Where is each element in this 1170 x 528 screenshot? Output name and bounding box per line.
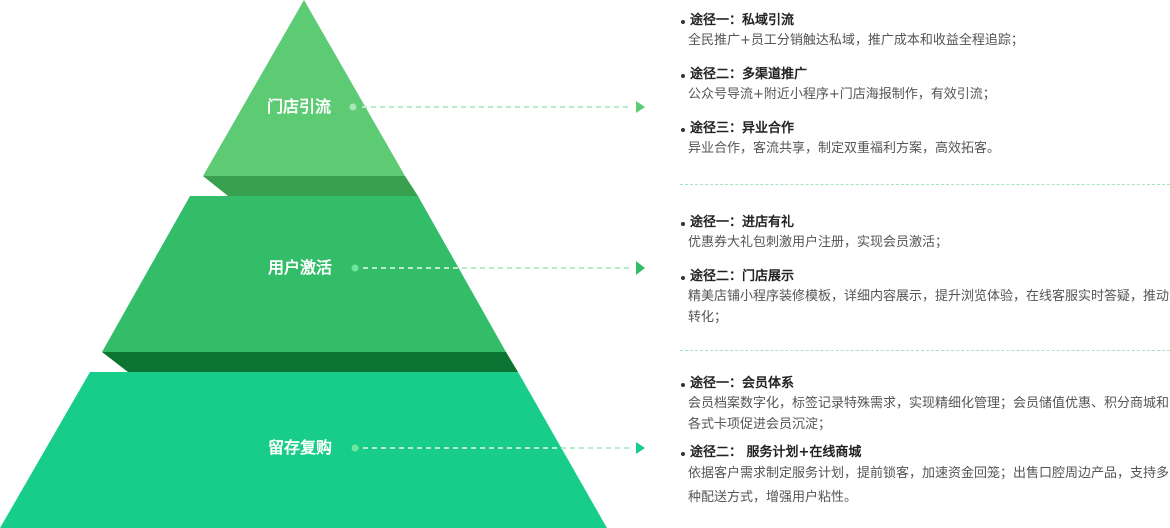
route-title: 途径一：会员体系 [680,375,1170,393]
tier1-routes: 途径一：私域引流 全民推广+员工分销触达私域，推广成本和收益全程追踪； 途径二：… [680,12,1170,159]
route-title: 途径二： 服务计划+在线商城 [680,444,1170,462]
connector-dot [351,264,359,272]
route-desc: 精美店铺小程序装修模板，详细内容展示，提升浏览体验，在线客服实时答疑，推动转化； [688,289,1170,325]
route-item: 途径二： 服务计划+在线商城 依据客户需求制定服务计划，提前锁客，加速资金回笼；… [680,444,1170,510]
connector-dot [351,444,359,452]
tier3-routes: 途径一：会员体系 会员档案数字化，标签记录特殊需求，实现精细化管理；会员储值优惠… [680,375,1170,510]
route-item: 途径三：异业合作 异业合作，客流共享，制定双重福利方案，高效拓客。 [680,120,1170,159]
route-desc: 依据客户需求制定服务计划，提前锁客，加速资金回笼；出售口腔周边产品，支持多种配送… [688,466,1170,505]
arrow-icon [636,442,645,454]
connector-tier2 [351,261,645,275]
arrow-icon [636,261,645,275]
route-title: 途径一：进店有礼 [680,214,1170,232]
tier2-routes: 途径一：进店有礼 优惠券大礼包刺激用户注册，实现会员激活； 途径二：门店展示 精… [680,214,1170,328]
route-desc: 公众号导流+附近小程序+门店海报制作，有效引流； [688,87,996,102]
route-desc: 优惠券大礼包刺激用户注册，实现会员激活； [688,235,949,250]
route-desc: 全民推广+员工分销触达私域，推广成本和收益全程追踪； [688,33,1024,48]
route-title: 途径二：多渠道推广 [680,66,1170,84]
connector-tier3 [351,442,645,454]
route-item: 途径二：多渠道推广 公众号导流+附近小程序+门店海报制作，有效引流； [680,66,1170,105]
route-item: 途径二：门店展示 精美店铺小程序装修模板，详细内容展示，提升浏览体验，在线客服实… [680,268,1170,328]
route-item: 途径一：会员体系 会员档案数字化，标签记录特殊需求，实现精细化管理；会员储值优惠… [680,375,1170,435]
separator-line [680,350,1170,351]
connector-dot [349,103,357,111]
connector-tier1 [349,101,645,113]
tier3-label: 留存复购 [268,438,333,457]
route-item: 途径一：进店有礼 优惠券大礼包刺激用户注册，实现会员激活； [680,214,1170,253]
route-title: 途径一：私域引流 [680,12,1170,30]
route-item: 途径一：私域引流 全民推广+员工分销触达私域，推广成本和收益全程追踪； [680,12,1170,51]
route-desc: 异业合作，客流共享，制定双重福利方案，高效拓客。 [688,141,1001,156]
route-title: 途径二：门店展示 [680,268,1170,286]
tier2-face [102,196,506,352]
route-desc: 会员档案数字化，标签记录特殊需求，实现精细化管理；会员储值优惠、积分商城和各式卡… [688,396,1170,432]
tier1-shadow [203,176,418,196]
route-title: 途径三：异业合作 [680,120,1170,138]
tier2-label: 用户激活 [268,258,333,277]
tier1-face [203,0,405,176]
tier2-shadow [102,352,518,372]
tier3-face [0,372,607,528]
separator-line [680,184,1170,185]
pyramid-diagram [0,0,645,528]
arrow-icon [636,101,645,113]
tier1-label: 门店引流 [267,97,332,116]
